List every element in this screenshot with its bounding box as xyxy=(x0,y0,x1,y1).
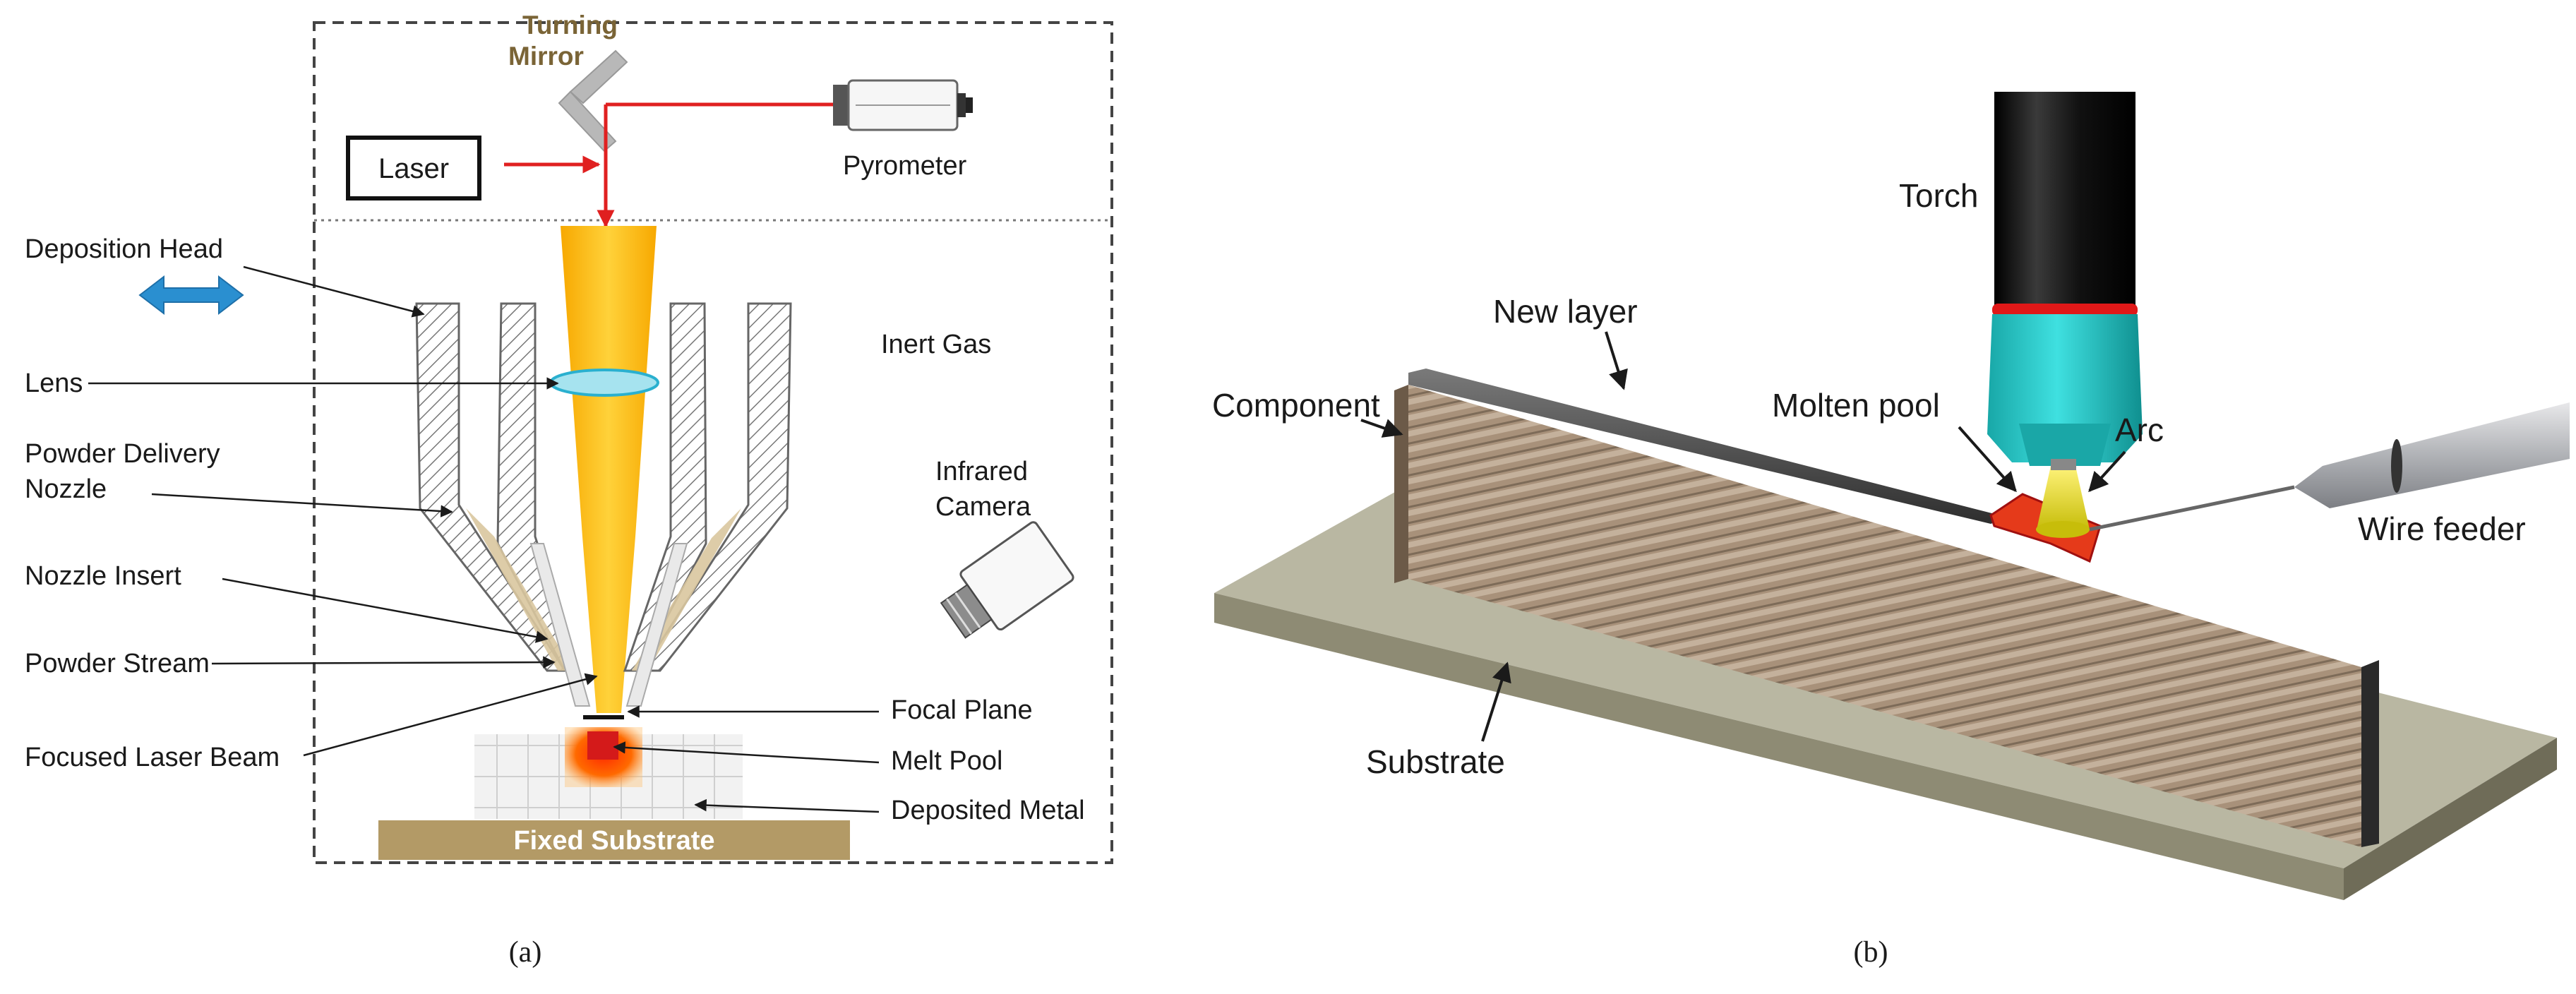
fixed-substrate-label: Fixed Substrate xyxy=(513,826,714,856)
focused-laser-beam-label: Focused Laser Beam xyxy=(25,743,280,772)
lens-icon xyxy=(549,369,659,397)
panel-b-leader-lines xyxy=(1360,331,2126,742)
laser-beam xyxy=(561,226,657,713)
left-leader-lines xyxy=(88,265,598,757)
molten-pool-label: Molten pool xyxy=(1772,387,1940,424)
arc-base xyxy=(2036,521,2090,538)
wire-feeder xyxy=(2089,402,2570,532)
torch xyxy=(1987,92,2143,470)
powder-delivery-label: Powder Delivery xyxy=(25,439,220,469)
powder-stream-label: Powder Stream xyxy=(25,649,210,678)
focal-plane-label: Focal Plane xyxy=(891,695,1033,725)
infrared-camera-label-2: Camera xyxy=(935,492,1031,522)
panel-b: Torch New layer Component Molten pool Ar… xyxy=(1212,92,2570,969)
nozzle-insert xyxy=(529,543,688,707)
deposition-head-label: Deposition Head xyxy=(25,234,223,264)
pyrometer-icon xyxy=(833,79,973,131)
laser-label: Laser xyxy=(378,153,449,184)
right-leader-lines xyxy=(613,705,880,813)
component-label: Component xyxy=(1212,387,1380,424)
turning-mirror-label: Turning xyxy=(522,11,618,40)
pyrometer-label: Pyrometer xyxy=(843,151,967,181)
panel-a: Turning Mirror Laser Pyrometer xyxy=(25,11,1113,969)
powder-delivery-label-2: Nozzle xyxy=(25,474,107,504)
arc-label: Arc xyxy=(2115,412,2164,448)
deposited-metal-label: Deposited Metal xyxy=(891,796,1085,825)
wire-feeder-label: Wire feeder xyxy=(2358,510,2526,547)
panel-b-caption: (b) xyxy=(1854,936,1888,969)
infrared-camera-icon xyxy=(940,521,1074,639)
panel-a-frame xyxy=(313,21,1113,864)
fixed-substrate xyxy=(378,820,850,860)
lens-label: Lens xyxy=(25,369,83,398)
laser-box xyxy=(346,136,481,200)
torch-label: Torch xyxy=(1899,177,1978,214)
nozzle-insert-label: Nozzle Insert xyxy=(25,561,181,591)
movement-arrow-icon xyxy=(138,275,244,316)
panel-a-caption: (a) xyxy=(509,936,542,969)
infrared-camera-label: Infrared xyxy=(935,457,1028,486)
inert-gas-label: Inert Gas xyxy=(881,330,991,359)
melt-pool-label: Melt Pool xyxy=(891,746,1002,776)
substrate-label: Substrate xyxy=(1366,743,1505,780)
melt-pool-core xyxy=(587,731,618,760)
laser-path xyxy=(504,102,833,228)
new-layer-label: New layer xyxy=(1493,293,1638,330)
arc-cone xyxy=(2037,466,2090,529)
turning-mirror-label-2: Mirror xyxy=(508,42,584,71)
